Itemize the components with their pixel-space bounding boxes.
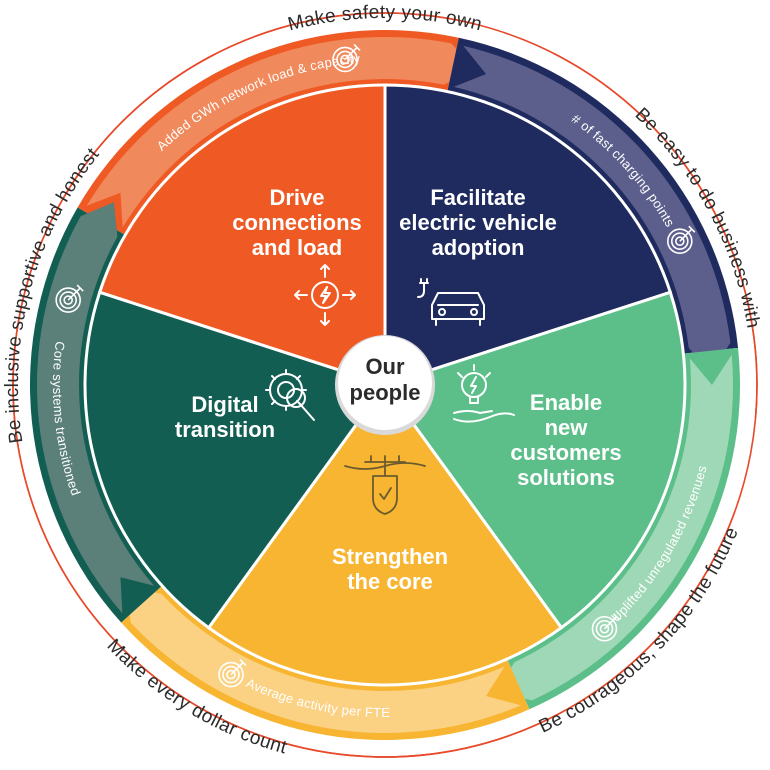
arrows-bolt-icon [294, 264, 356, 326]
segment-digital [83, 290, 388, 630]
band-drive [77, 29, 459, 236]
target-icons [55, 43, 696, 688]
target-icon [591, 613, 621, 642]
band-arrow-digital [36, 202, 155, 614]
target-icon [667, 225, 696, 255]
segment-core [206, 382, 564, 687]
band-arrow-enable [496, 354, 733, 701]
value-divider-line [371, 753, 431, 758]
value-divider-line [12, 12, 758, 758]
value-divider-line [58, 564, 64, 572]
band-arrow-drive [86, 36, 476, 228]
power-pole-icon [344, 455, 426, 515]
segment-drive [97, 83, 387, 388]
bulb-hand-icon [453, 364, 515, 423]
target-icon [332, 43, 361, 73]
target-icon [218, 659, 247, 688]
car-plug-icon [417, 278, 485, 326]
gear-search-icon [265, 369, 315, 421]
segment-ev [383, 83, 673, 388]
segment-icons [265, 264, 515, 515]
center-line-2: people [350, 380, 421, 405]
center-line-1: Our [365, 354, 405, 379]
center-badge: Our people [335, 335, 435, 435]
band-arrow-core [127, 586, 521, 733]
band-arrow-ev [453, 45, 731, 374]
value-divider-line [192, 52, 217, 67]
target-icon [55, 284, 84, 313]
